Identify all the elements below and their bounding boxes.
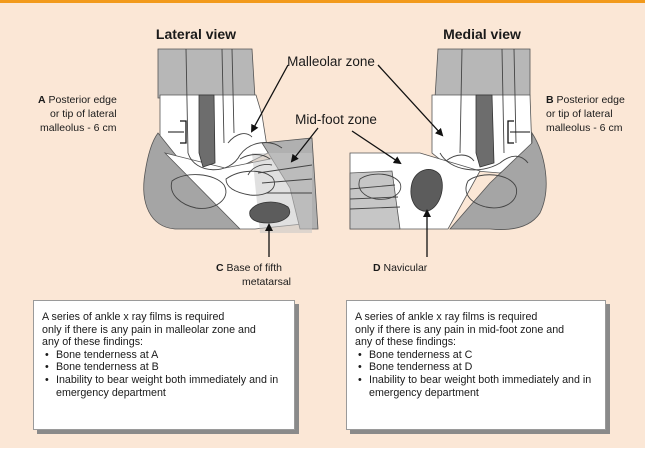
- label-b-line2: or tip of lateral: [546, 108, 613, 120]
- criteria-item: Inability to bear weight both immediatel…: [369, 374, 597, 399]
- criteria-item: Bone tenderness at A: [56, 349, 286, 362]
- label-a-line3: malleolus - 6 cm: [40, 122, 117, 134]
- medial-foot-illustration: [350, 49, 546, 230]
- malleolar-zone-label: Malleolar zone: [287, 54, 375, 69]
- criteria-item: Bone tenderness at B: [56, 361, 286, 374]
- criteria-item: Bone tenderness at D: [369, 361, 597, 374]
- criteria-list: Bone tenderness at C Bone tenderness at …: [355, 349, 597, 399]
- midfoot-zone-label: Mid-foot zone: [295, 112, 377, 127]
- label-a-line2: or tip of lateral: [50, 108, 117, 120]
- criteria-intro-line: only if there is any pain in malleolar z…: [42, 324, 286, 337]
- label-c-line2: metatarsal: [242, 276, 291, 288]
- criteria-intro-line: A series of ankle x ray films is require…: [355, 311, 597, 324]
- criteria-intro-line: any of these findings:: [42, 336, 286, 349]
- label-b-line3: malleolus - 6 cm: [546, 122, 623, 134]
- criteria-item: Bone tenderness at C: [369, 349, 597, 362]
- malleolar-criteria-box: A series of ankle x ray films is require…: [33, 300, 295, 430]
- lateral-view-heading: Lateral view: [156, 26, 236, 42]
- label-b-line1: B Posterior edge: [546, 94, 625, 106]
- criteria-item: Inability to bear weight both immediatel…: [56, 374, 286, 399]
- midfoot-criteria-box: A series of ankle x ray films is require…: [346, 300, 606, 430]
- criteria-intro-line: A series of ankle x ray films is require…: [42, 311, 286, 324]
- criteria-intro-line: only if there is any pain in mid-foot zo…: [355, 324, 597, 337]
- label-c-line1: C Base of fifth: [216, 262, 282, 274]
- malleolar-left-arrow: [252, 65, 288, 131]
- label-a-line1: A Posterior edge: [38, 94, 117, 106]
- medial-view-heading: Medial view: [443, 26, 521, 42]
- label-d: D Navicular: [373, 262, 428, 274]
- lateral-foot-illustration: [144, 49, 318, 233]
- criteria-intro-line: any of these findings:: [355, 336, 597, 349]
- criteria-list: Bone tenderness at A Bone tenderness at …: [42, 349, 286, 399]
